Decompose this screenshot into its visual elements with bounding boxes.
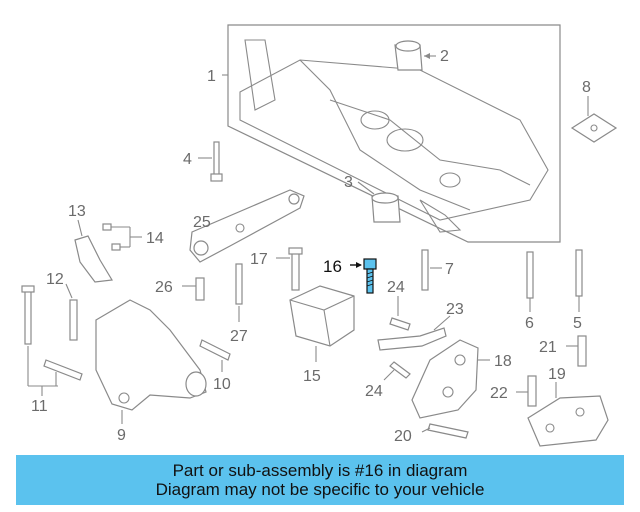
bracket-18 [411,339,490,419]
callout-13: 13 [68,203,86,220]
callout-23: 23 [446,301,464,318]
bolt-17 [276,247,303,291]
torque-rod-25 [189,189,305,263]
callout-16: 16 [323,257,342,276]
callout-17: 17 [250,251,268,268]
bolt-27 [235,263,243,322]
bolt-5 [575,249,583,312]
callout-4: 4 [183,151,192,168]
callout-3: 3 [344,174,353,191]
mount-block-19 [527,382,609,447]
bolt-7 [421,249,442,291]
callout-26: 26 [155,279,173,296]
callout-22: 22 [490,385,508,402]
bolts-11 [21,285,83,396]
callout-19: 19 [548,366,566,383]
callout-14: 14 [146,230,164,247]
callout-7: 7 [445,261,454,278]
callout-labels: 1 2 3 4 5 6 7 8 9 10 11 12 13 14 15 16 1… [31,48,591,445]
callout-10: 10 [213,376,231,393]
bolt-26 [182,277,205,301]
callout-18: 18 [494,353,512,370]
bolt-4 [198,141,223,182]
info-banner: Part or sub-assembly is #16 in diagram D… [16,455,624,505]
callout-21: 21 [539,339,557,356]
bushing-lower [357,181,401,223]
callout-24-upper: 24 [387,279,405,296]
bolt-12 [65,283,78,341]
banner-line-2: Diagram may not be specific to your vehi… [155,480,485,499]
callout-12: 12 [46,271,64,288]
callout-25: 25 [193,214,211,231]
bolt-10 [199,339,231,372]
callout-6: 6 [525,315,534,332]
bolt-16-highlighted[interactable] [350,258,377,294]
banner-line-1: Part or sub-assembly is #16 in diagram [172,461,468,480]
bolt-22 [516,375,537,407]
transmission-mount-15 [289,285,355,362]
bracket-13 [74,219,113,283]
callout-8: 8 [582,79,591,96]
bolt-6 [526,251,534,312]
bolt-20 [421,423,469,439]
mount-plate [570,96,618,143]
callout-1: 1 [207,68,216,85]
callout-24-lower: 24 [365,383,383,400]
engine-mount-9 [95,299,207,424]
callout-11: 11 [31,398,48,415]
bushing-upper [394,40,436,71]
callout-15: 15 [303,368,321,385]
callout-5: 5 [573,315,582,332]
bolts-24 [383,296,411,381]
callout-2: 2 [440,48,449,65]
callout-20: 20 [394,428,412,445]
bolt-21 [566,335,587,367]
callout-9: 9 [117,427,126,444]
link-23 [377,315,451,351]
subframe [222,24,561,243]
callout-27: 27 [230,328,248,345]
bolts-14 [102,223,142,251]
parts-diagram: 1 2 3 4 5 6 7 8 9 10 11 12 13 14 15 16 1… [21,24,618,447]
